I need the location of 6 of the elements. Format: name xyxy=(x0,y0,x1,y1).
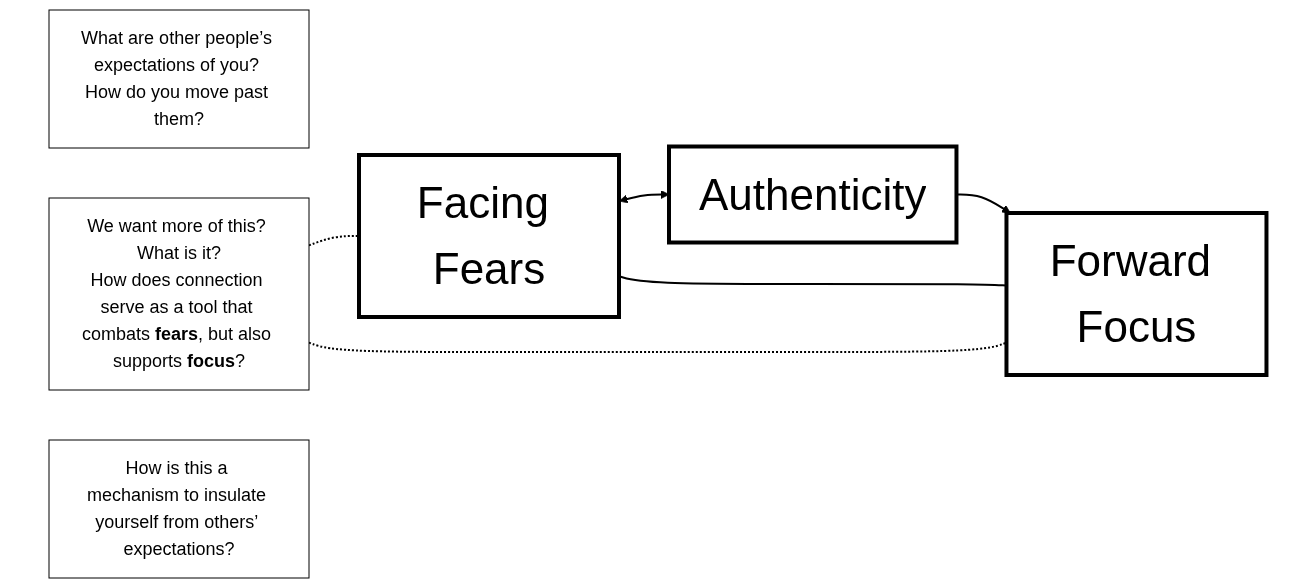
node-box: Authenticity xyxy=(666,144,959,245)
node-box: Facing Fears xyxy=(356,153,621,319)
node-box: We want more of this? What is it? How does connection serve as a tool that combats fears, but also supports focus? xyxy=(48,197,310,391)
node-box: How is this a mechanism to insulate yourself from others’ expectations? xyxy=(48,439,310,579)
node-box: Forward Focus xyxy=(1004,211,1269,377)
node-box: What are other people’s expectations of you? How do you move past them? xyxy=(48,9,310,149)
